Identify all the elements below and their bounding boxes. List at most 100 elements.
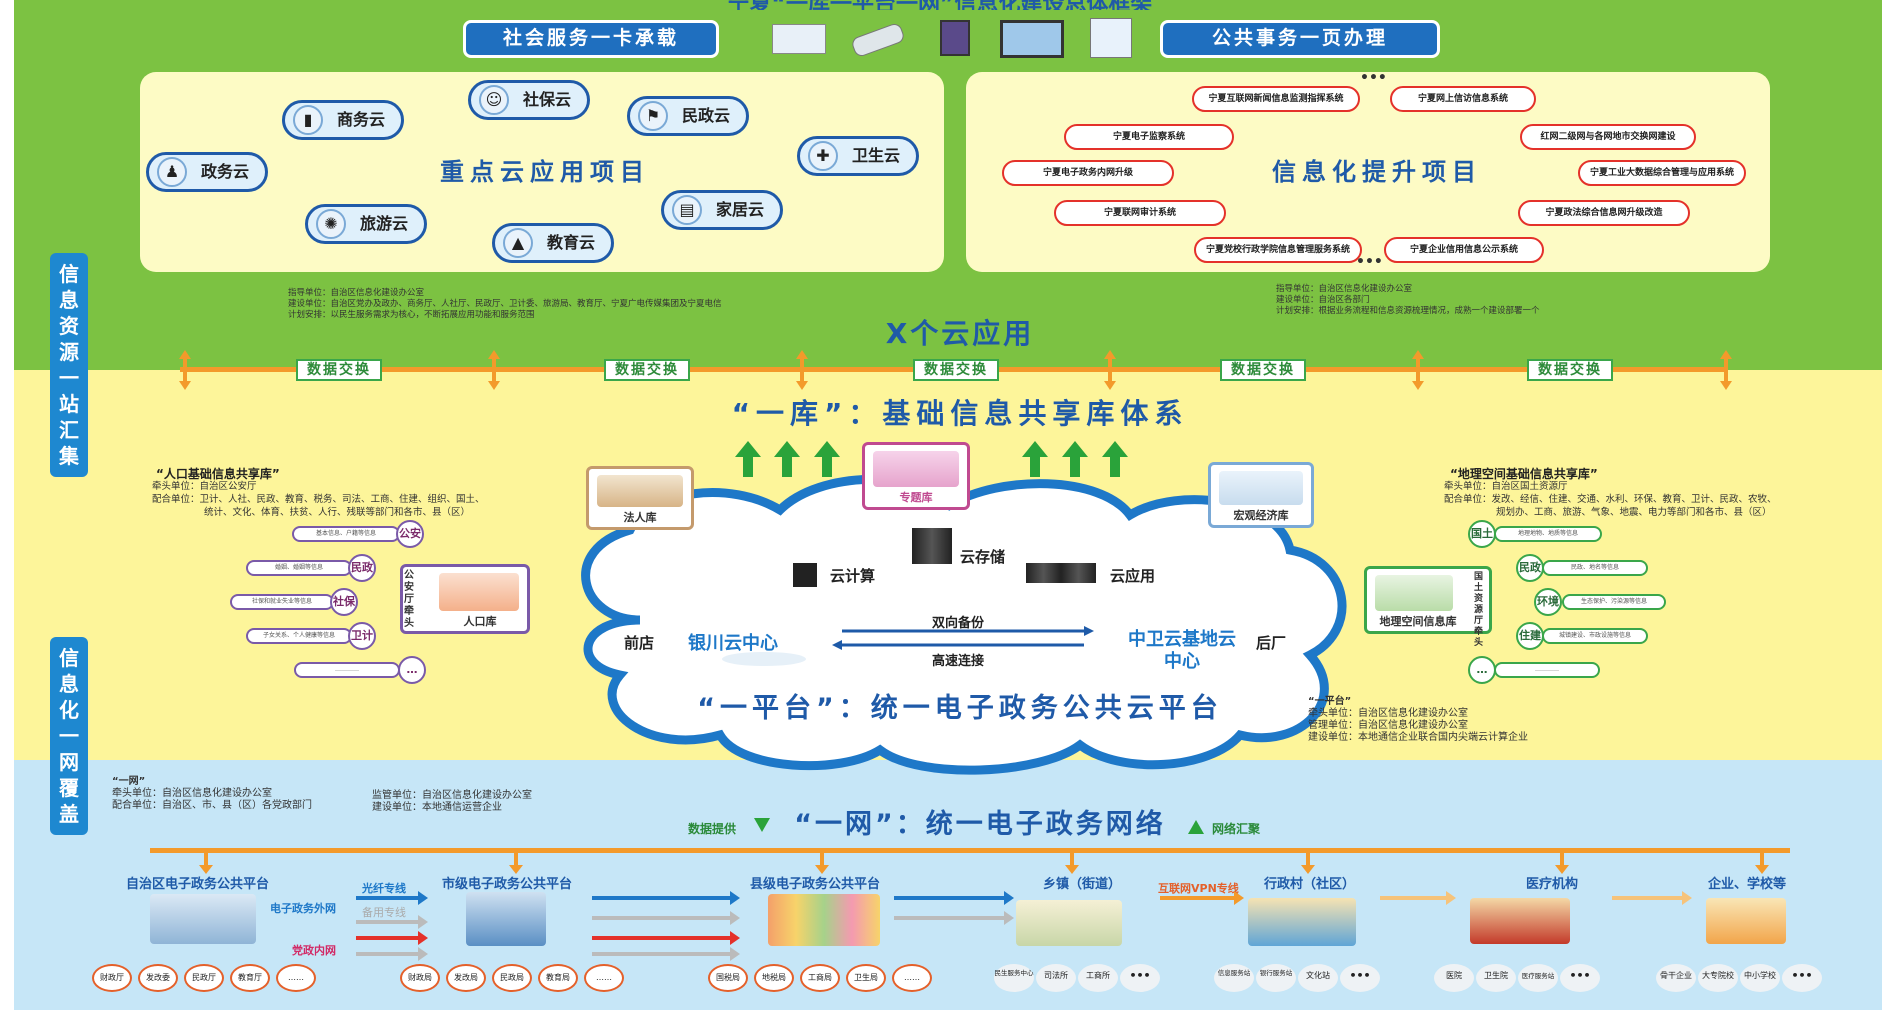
upgrade-item-credit-disclosure: 宁夏企业信用信息公示系统 — [1384, 237, 1544, 263]
cloud-tag-government: ♟政务云 — [146, 152, 269, 192]
updown-arrow — [179, 350, 191, 390]
city-county-arrow-2 — [592, 911, 740, 925]
geo-lib-title: “地理空间基础信息共享库” — [1450, 467, 1598, 481]
backup-label: 双向备份 — [932, 616, 985, 631]
service-chip: 医疗服务站 — [1518, 964, 1558, 992]
geo-node: 住建 — [1516, 622, 1544, 650]
data-exchange-label: 数据交换 — [1527, 359, 1613, 381]
tier-city: 市级电子政务公共平台 — [442, 877, 573, 892]
geo-bar: 城镇建设、市政设施等信息 — [1542, 628, 1648, 644]
id-card-icon — [772, 24, 826, 54]
upgrade-item-industrial-bigdata: 宁夏工业大数据综合管理与应用系统 — [1578, 160, 1746, 186]
population-lib-title: “人口基础信息共享库” — [156, 467, 280, 481]
upgrade-note: 指导单位：自治区信息化建设办公室建设单位：自治区各部门计划安排：根据业务流程和信… — [1276, 284, 1540, 316]
upgrade-item-legal-network: 宁夏政法综合信息网升级改造 — [1518, 200, 1690, 226]
more-dots-bottom: ••• — [1356, 254, 1383, 270]
yiku-title: “一库”：基础信息共享库体系 — [731, 397, 1189, 430]
service-chip: 银行服务站 — [1256, 964, 1296, 992]
drop-arrow — [1301, 848, 1315, 874]
up-arrow-icon — [814, 441, 840, 477]
updown-arrow — [1720, 350, 1732, 390]
town-building-icon — [1016, 900, 1122, 946]
page-title: 宁夏“一库一平台一网”信息化建设总体框架 — [460, 0, 1420, 10]
medical-icon: ✚ — [808, 141, 838, 171]
macro-economy-db: 宏观经济库 — [1208, 462, 1314, 528]
tier-medical: 医疗机构 — [1526, 877, 1579, 892]
dept-chip: 国税局 — [708, 964, 748, 992]
service-chip: 骨干企业 — [1656, 964, 1696, 992]
drop-arrow — [1065, 848, 1079, 874]
vpn-label: 互联网VPN专线 — [1158, 882, 1239, 895]
drop-arrow — [199, 848, 213, 874]
population-db: 人口库 — [400, 564, 530, 634]
person-icon: ♟ — [157, 157, 187, 187]
updown-arrow — [796, 350, 808, 390]
network-collect-label: 网络汇聚 — [1212, 822, 1261, 836]
county-town-arrow-2 — [894, 911, 1014, 925]
upgrade-item-party-school: 宁夏党校行政学院信息管理服务系统 — [1194, 237, 1362, 263]
tier-region: 自治区电子政务公共平台 — [126, 877, 270, 892]
dept-chip: 民政厅 — [184, 964, 224, 992]
back-factory-label: 后厂 — [1256, 634, 1287, 652]
dept-chip: …… — [584, 964, 624, 992]
geo-spatial-db: 地理空间信息库 — [1364, 566, 1492, 634]
platform-title: “一平台”：统一电子政务公共云平台 — [697, 693, 1223, 724]
inner-arrow-1 — [356, 931, 428, 945]
up-arrow-icon — [774, 441, 800, 477]
dept-chip: 卫生局 — [846, 964, 886, 992]
drop-arrow — [1755, 848, 1769, 874]
folder-icon — [873, 451, 959, 487]
population-node: 公安 — [396, 520, 424, 548]
topic-db: 专题库 — [862, 442, 970, 510]
drop-arrow — [1555, 848, 1569, 874]
person-icon: ☺ — [479, 85, 509, 115]
side-label-network-coverage: 信息化一 网覆盖 — [50, 637, 88, 835]
geo-bar: ………… — [1494, 662, 1600, 678]
flag-icon: ⚑ — [638, 101, 668, 131]
data-exchange-label: 数据交换 — [913, 359, 999, 381]
inner-arrow-2 — [356, 947, 428, 961]
map-icon — [1375, 575, 1453, 611]
tier-town: 乡镇（街道） — [1043, 877, 1122, 892]
dept-chip: 发改委 — [138, 964, 178, 992]
dept-chip: 地税局 — [754, 964, 794, 992]
globe-icon: ✺ — [316, 209, 346, 239]
service-chip: 大专院校 — [1698, 964, 1738, 992]
population-lib-note: 牵头单位：自治区公安厅配合单位：卫计、人社、民政、教育、税务、司法、工商、住建、… — [152, 481, 485, 518]
drop-arrow — [509, 848, 523, 874]
city-county-arrow-4 — [592, 947, 740, 961]
tier-village: 行政村（社区） — [1264, 877, 1356, 892]
people-icon — [439, 573, 519, 611]
fiber-line-label: 光纤专线 — [362, 882, 406, 895]
bidirectional-arrow — [832, 626, 1094, 650]
dept-chip: 财政厅 — [92, 964, 132, 992]
data-exchange-label: 数据交换 — [604, 359, 690, 381]
cloud-platform-shape — [581, 474, 1347, 775]
yinchuan-cloud-center: 银川云中心 — [688, 633, 778, 654]
county-town-arrow — [894, 891, 1014, 905]
up-arrow-icon — [1062, 441, 1088, 477]
webpage-icon — [1090, 18, 1132, 58]
legal-person-db: 法人库 — [586, 466, 694, 530]
cloud-tag-home: ▤家居云 — [661, 190, 784, 230]
storage-icon — [912, 528, 952, 564]
population-bar: 基本信息、户籍等信息 — [292, 526, 400, 542]
front-store-label: 前店 — [624, 634, 655, 652]
cloud-tag-health: ✚卫生云 — [797, 136, 920, 176]
chart-icon — [1219, 471, 1303, 505]
dept-chip: 民政局 — [492, 964, 532, 992]
cloud-app-label: 云应用 — [1110, 567, 1156, 585]
geo-node: 民政 — [1516, 554, 1544, 582]
service-chip: ••• — [1560, 964, 1600, 992]
medical-enterprise-arrow — [1612, 891, 1692, 905]
network-note-left: “一网” 牵头单位：自治区信息化建设办公室配合单位：自治区、市、县（区）各党政部… — [112, 776, 312, 811]
service-chip: 医院 — [1434, 964, 1474, 992]
backup-arrow — [356, 915, 428, 929]
geo-lead-label: 国土资源厅牵头 — [1474, 572, 1484, 648]
key-cloud-note: 指导单位：自治区信息化建设办公室建设单位：自治区党办及政办、商务厅、人社厅、民政… — [288, 288, 722, 320]
data-exchange-label: 数据交换 — [296, 359, 382, 381]
social-service-pill: 社会服务一卡承载 — [463, 20, 719, 58]
school-building-icon — [1706, 898, 1786, 944]
x-cloud-title: X个云应用 — [885, 317, 1035, 350]
